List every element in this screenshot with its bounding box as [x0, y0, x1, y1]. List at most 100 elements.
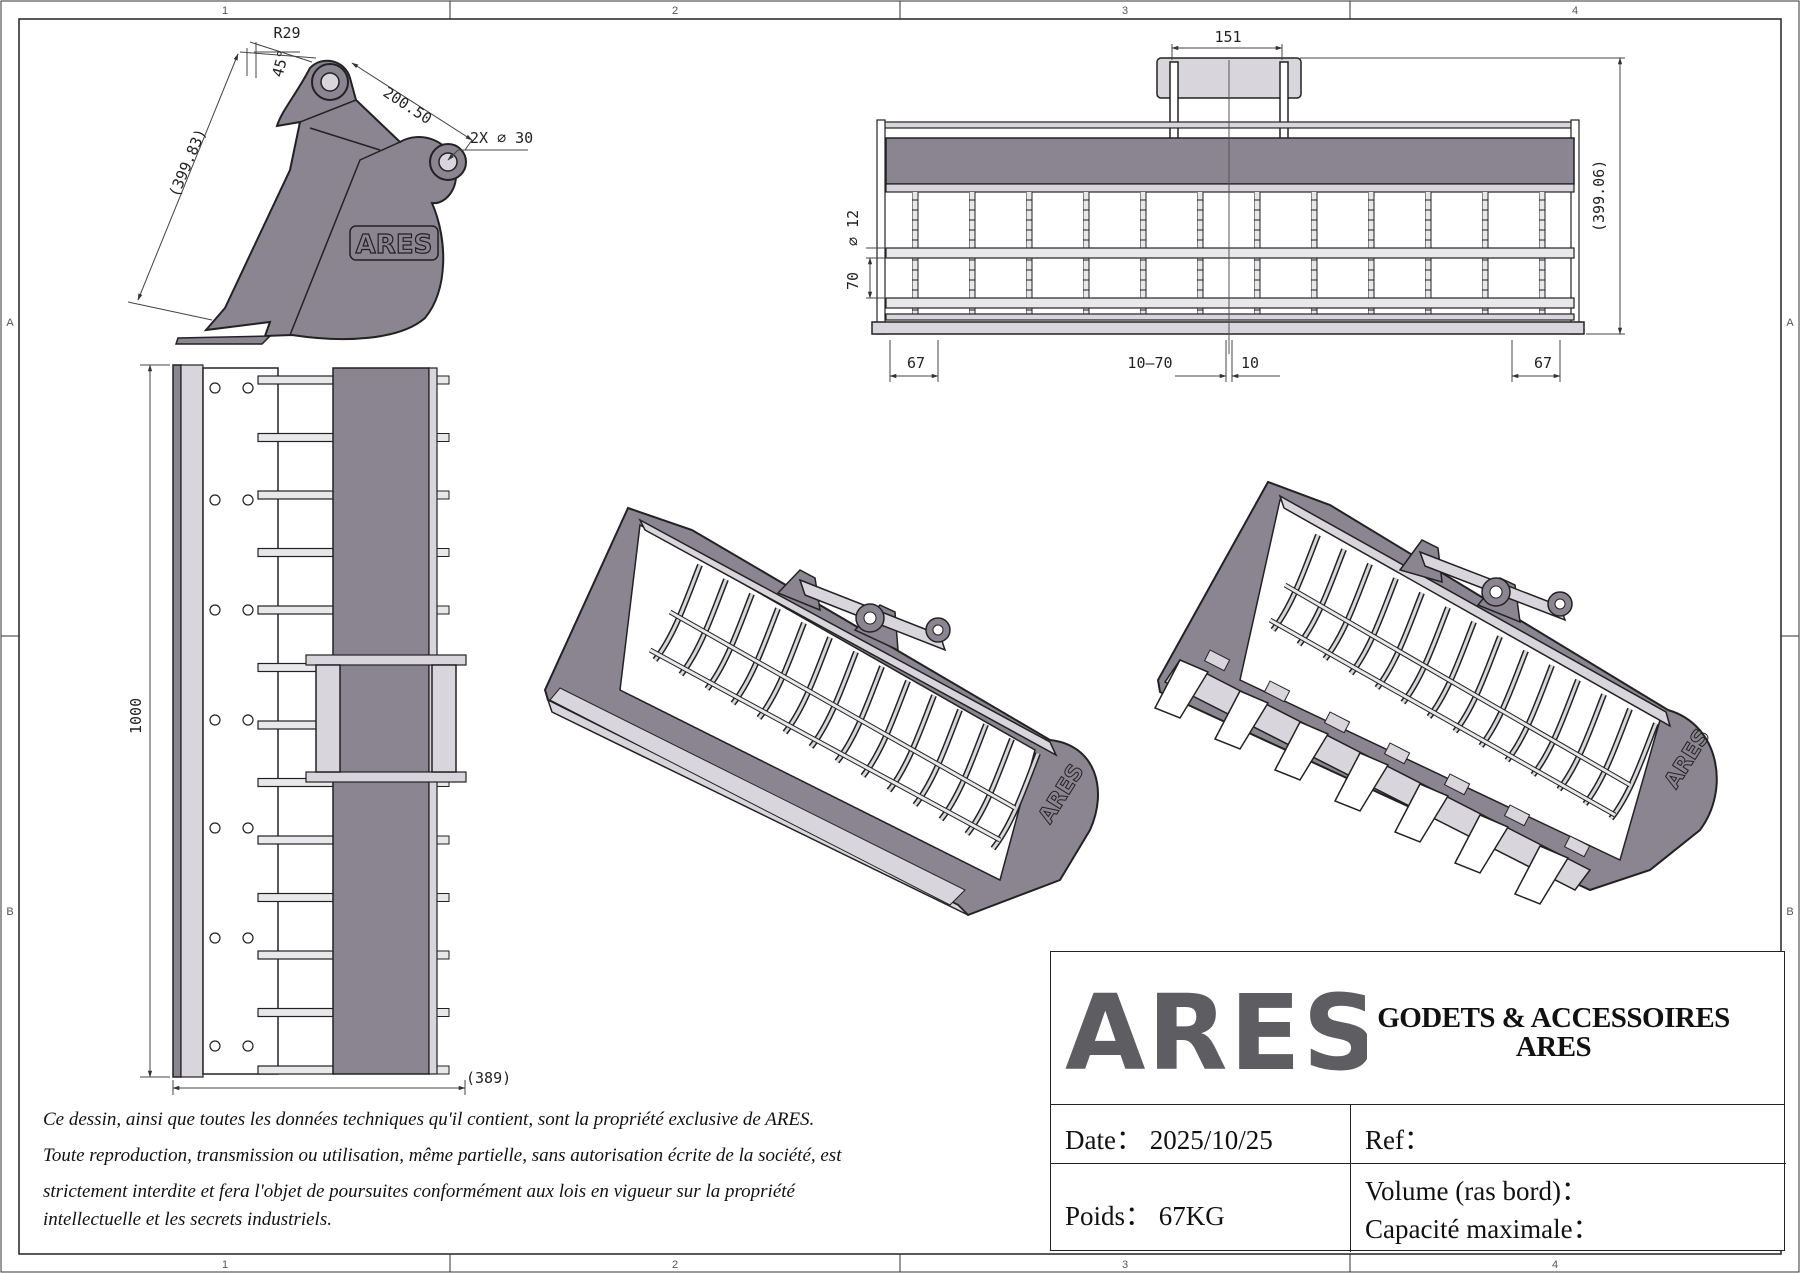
volume-cell: Volume (ras bord)： Capacité maximale： — [1351, 1164, 1786, 1252]
tooth-adapter — [1203, 649, 1231, 672]
zone-bottom-4: 4 — [1552, 1259, 1558, 1271]
rib-highlight — [1479, 650, 1528, 747]
bolt-hole — [209, 382, 221, 394]
tine-bar — [257, 1065, 335, 1075]
tine-end — [436, 950, 450, 960]
zone-top-1: 1 — [222, 5, 228, 17]
tine-end — [436, 605, 450, 615]
pin-hole-lower — [438, 152, 458, 172]
rib-highlight — [1375, 592, 1424, 689]
rib-highlight — [1583, 708, 1632, 805]
bolt-hole — [209, 822, 221, 834]
dim-right-edge: 67 — [1534, 354, 1552, 372]
rib-highlight — [1453, 635, 1502, 733]
bolt-hole — [209, 1040, 221, 1052]
tine-end — [436, 433, 450, 442]
iso1-hitch — [776, 569, 951, 652]
rib-highlight — [757, 622, 806, 719]
date-value: 2025/10/25 — [1149, 1125, 1273, 1155]
rib-highlight — [705, 593, 754, 690]
front-cross-bar-lower — [885, 297, 1575, 309]
pin-hole-upper — [320, 72, 340, 92]
tooth-adapter — [1503, 804, 1531, 827]
rib-highlight — [1505, 664, 1554, 762]
side-logo: ARES — [349, 225, 439, 261]
top-bolt-holes — [209, 382, 254, 1052]
tooth-adapter — [1323, 711, 1351, 734]
iso-view-grid-bucket: ARES — [543, 506, 1099, 917]
disclaimer-line-3: strictement interdite et fera l'objet de… — [43, 1181, 795, 1202]
zone-labels: 1 2 3 4 1 2 3 4 A B A B — [6, 5, 1794, 1271]
bolt-hole — [242, 494, 254, 506]
rib-highlight — [1427, 621, 1476, 718]
date-label: Date： — [1065, 1125, 1143, 1155]
title-line-1: GODETS & ACCESSOIRES — [1377, 1002, 1730, 1034]
tine-end — [436, 548, 450, 557]
tine-bar — [257, 892, 335, 903]
top-view: 1000 (389) — [127, 364, 511, 1095]
rib-highlight — [1271, 534, 1320, 631]
ref-cell: Ref： — [1351, 1104, 1786, 1164]
zone-top-2: 2 — [672, 5, 678, 17]
bucket-tooth — [1453, 814, 1510, 874]
tooth-adapter — [1563, 835, 1591, 858]
dim-depth: (389) — [466, 1069, 511, 1087]
tooth-adapter — [1383, 742, 1411, 765]
zone-top-3: 3 — [1122, 5, 1128, 17]
rib-highlight — [1297, 548, 1346, 646]
dim-gap-range: 10–70 — [1127, 354, 1172, 372]
top-grid-bars — [257, 375, 450, 1075]
rib-highlight — [679, 578, 728, 676]
zone-right-b: B — [1786, 906, 1793, 918]
disclaimer-line-1: Ce dessin, ainsi que toutes les données … — [43, 1109, 815, 1130]
bucket-tooth — [1333, 752, 1390, 812]
dim-angle: 45° — [268, 48, 292, 79]
disclaimer: Ce dessin, ainsi que toutes les données … — [43, 1102, 943, 1238]
capacity-label: Capacité maximale： — [1365, 1214, 1600, 1244]
weight-cell: Poids： 67KG — [1051, 1164, 1351, 1252]
disclaimer-line-4: intellectuelle et les secrets industriel… — [43, 1209, 332, 1230]
dim-bar-diameter: ⌀ 12 — [844, 210, 862, 246]
top-back-plate — [332, 367, 430, 1075]
side-view: ARES R29 45° 200.50 2X ⌀ 30 (399.83) — [127, 24, 533, 345]
tine-end — [436, 1065, 450, 1075]
tine-end — [436, 893, 450, 902]
bolt-hole — [242, 932, 254, 944]
side-dimensions — [127, 41, 528, 321]
front-view: 151 ⌀ 12 70 (399.06) 67 10–70 10 67 — [844, 28, 1625, 382]
rib-highlight — [731, 607, 780, 705]
tine-bar — [257, 375, 335, 385]
zone-left-a: A — [6, 317, 14, 329]
bucket-tooth — [1393, 783, 1450, 843]
dim-width: 1000 — [127, 698, 145, 734]
weight-label: Poids： — [1065, 1201, 1153, 1231]
ares-logo: ARES — [1065, 974, 1367, 1084]
rib-highlight — [653, 564, 702, 661]
bolt-hole — [242, 604, 254, 616]
title-block: ARES GODETS & ACCESSOIRES ARES Date： 202… — [1050, 951, 1786, 1252]
bucket-tooth — [1213, 690, 1270, 750]
title-block-header: ARES GODETS & ACCESSOIRES ARES — [1051, 952, 1784, 1105]
ares-logo-text: ARES — [1065, 974, 1367, 1084]
side-cutting-edge — [174, 335, 272, 345]
tine-bar — [257, 490, 335, 500]
side-logo-text: ARES — [356, 230, 433, 260]
rib-highlight — [1609, 722, 1658, 820]
rib-highlight — [1531, 679, 1580, 776]
tine-bar — [257, 432, 335, 443]
dim-pin-spacing: 200.50 — [380, 83, 435, 128]
rib-highlight — [1323, 563, 1372, 660]
top-pin-left — [315, 664, 341, 773]
date-cell: Date： 2025/10/25 — [1051, 1104, 1351, 1164]
dim-pin-diameter: 2X ⌀ 30 — [470, 129, 533, 147]
bolt-hole — [209, 604, 221, 616]
dim-overall-height: (399.06) — [1590, 160, 1608, 232]
tine-bar — [257, 1007, 335, 1018]
bucket-tooth — [1273, 721, 1330, 781]
zone-left-b: B — [6, 906, 13, 918]
zone-right-a: A — [1786, 317, 1794, 329]
tine-bar — [257, 835, 335, 845]
dim-bar-spacing: 70 — [844, 272, 862, 290]
top-dimension-lines — [140, 364, 466, 1095]
